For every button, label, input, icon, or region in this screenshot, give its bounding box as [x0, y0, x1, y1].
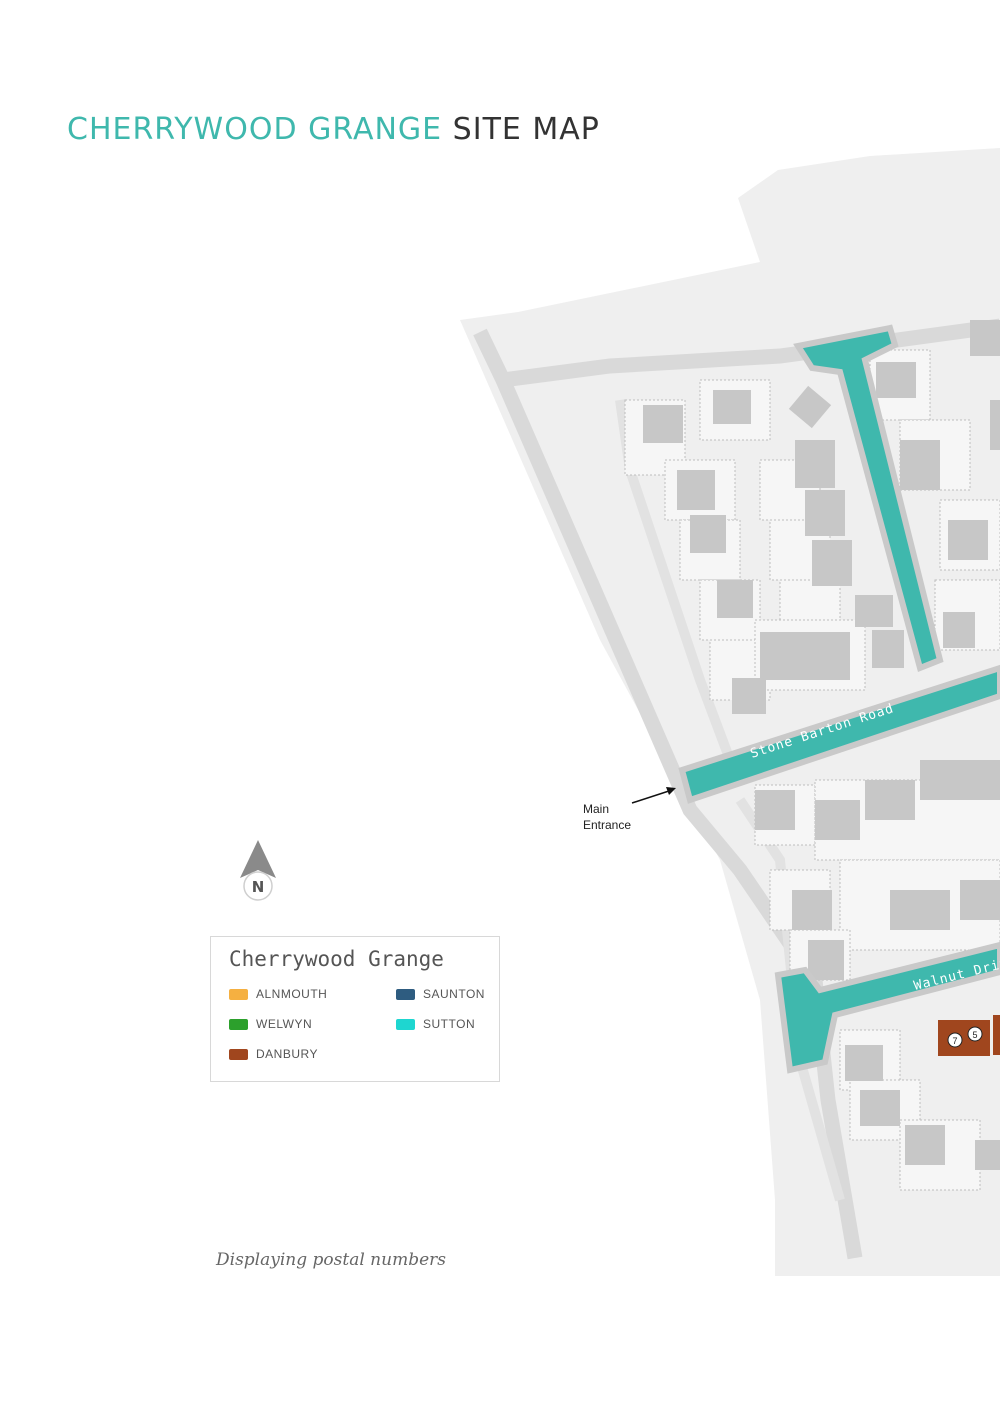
legend-label-welwyn: WELWYN: [256, 1017, 313, 1031]
compass-label: N: [252, 878, 265, 896]
swatch-saunton: [396, 988, 415, 1000]
legend-label-alnmouth: ALNMOUTH: [256, 987, 328, 1001]
entrance-arrowhead: [666, 787, 676, 795]
road-north-spur: [793, 324, 944, 673]
legend-item-welwyn: WELWYN: [229, 1017, 312, 1031]
swatch-sutton: [396, 1018, 415, 1030]
plot-marker-7[interactable]: [947, 1032, 963, 1048]
swatch-alnmouth: [229, 988, 248, 1000]
entrance-arrow: [631, 789, 673, 804]
legend-title: Cherrywood Grange: [229, 947, 444, 971]
road-stone-barton: [678, 664, 1000, 804]
legend-label-sutton: SUTTON: [423, 1017, 476, 1031]
page-title: CHERRYWOOD GRANGE SITE MAP: [67, 112, 600, 147]
plot-marker-5[interactable]: [967, 1026, 983, 1042]
entrance-label-line2: Entrance: [583, 818, 632, 832]
legend-item-saunton: SAUNTON: [396, 987, 485, 1001]
legend-item-sutton: SUTTON: [396, 1017, 475, 1031]
legend-label-saunton: SAUNTON: [423, 987, 485, 1001]
danbury-plot-edge[interactable]: [993, 1015, 1000, 1055]
swatch-danbury: [229, 1048, 248, 1060]
danbury-plots[interactable]: 7 5: [938, 1015, 1000, 1056]
swatch-welwyn: [229, 1018, 248, 1030]
main-entrance-label: Main Entrance: [583, 801, 653, 833]
road-walnut-drive: [774, 941, 1000, 1074]
plot-number-7: 7: [952, 1036, 957, 1046]
title-development-name: CHERRYWOOD GRANGE: [67, 112, 443, 147]
house-footprints: [643, 320, 1000, 1170]
legend-item-alnmouth: ALNMOUTH: [229, 987, 327, 1001]
map-legend: Cherrywood Grange ALNMOUTH SAUNTON WELWY…: [210, 936, 500, 1082]
entrance-label-line1: Main: [583, 802, 610, 816]
north-arrow-icon: N: [240, 840, 276, 901]
title-site-map: SITE MAP: [452, 112, 600, 147]
plot-number-5: 5: [972, 1030, 977, 1040]
legend-label-danbury: DANBURY: [256, 1047, 318, 1061]
legend-item-danbury: DANBURY: [229, 1047, 318, 1061]
danbury-plot-block[interactable]: [938, 1020, 990, 1056]
footnote: Displaying postal numbers: [216, 1250, 446, 1270]
